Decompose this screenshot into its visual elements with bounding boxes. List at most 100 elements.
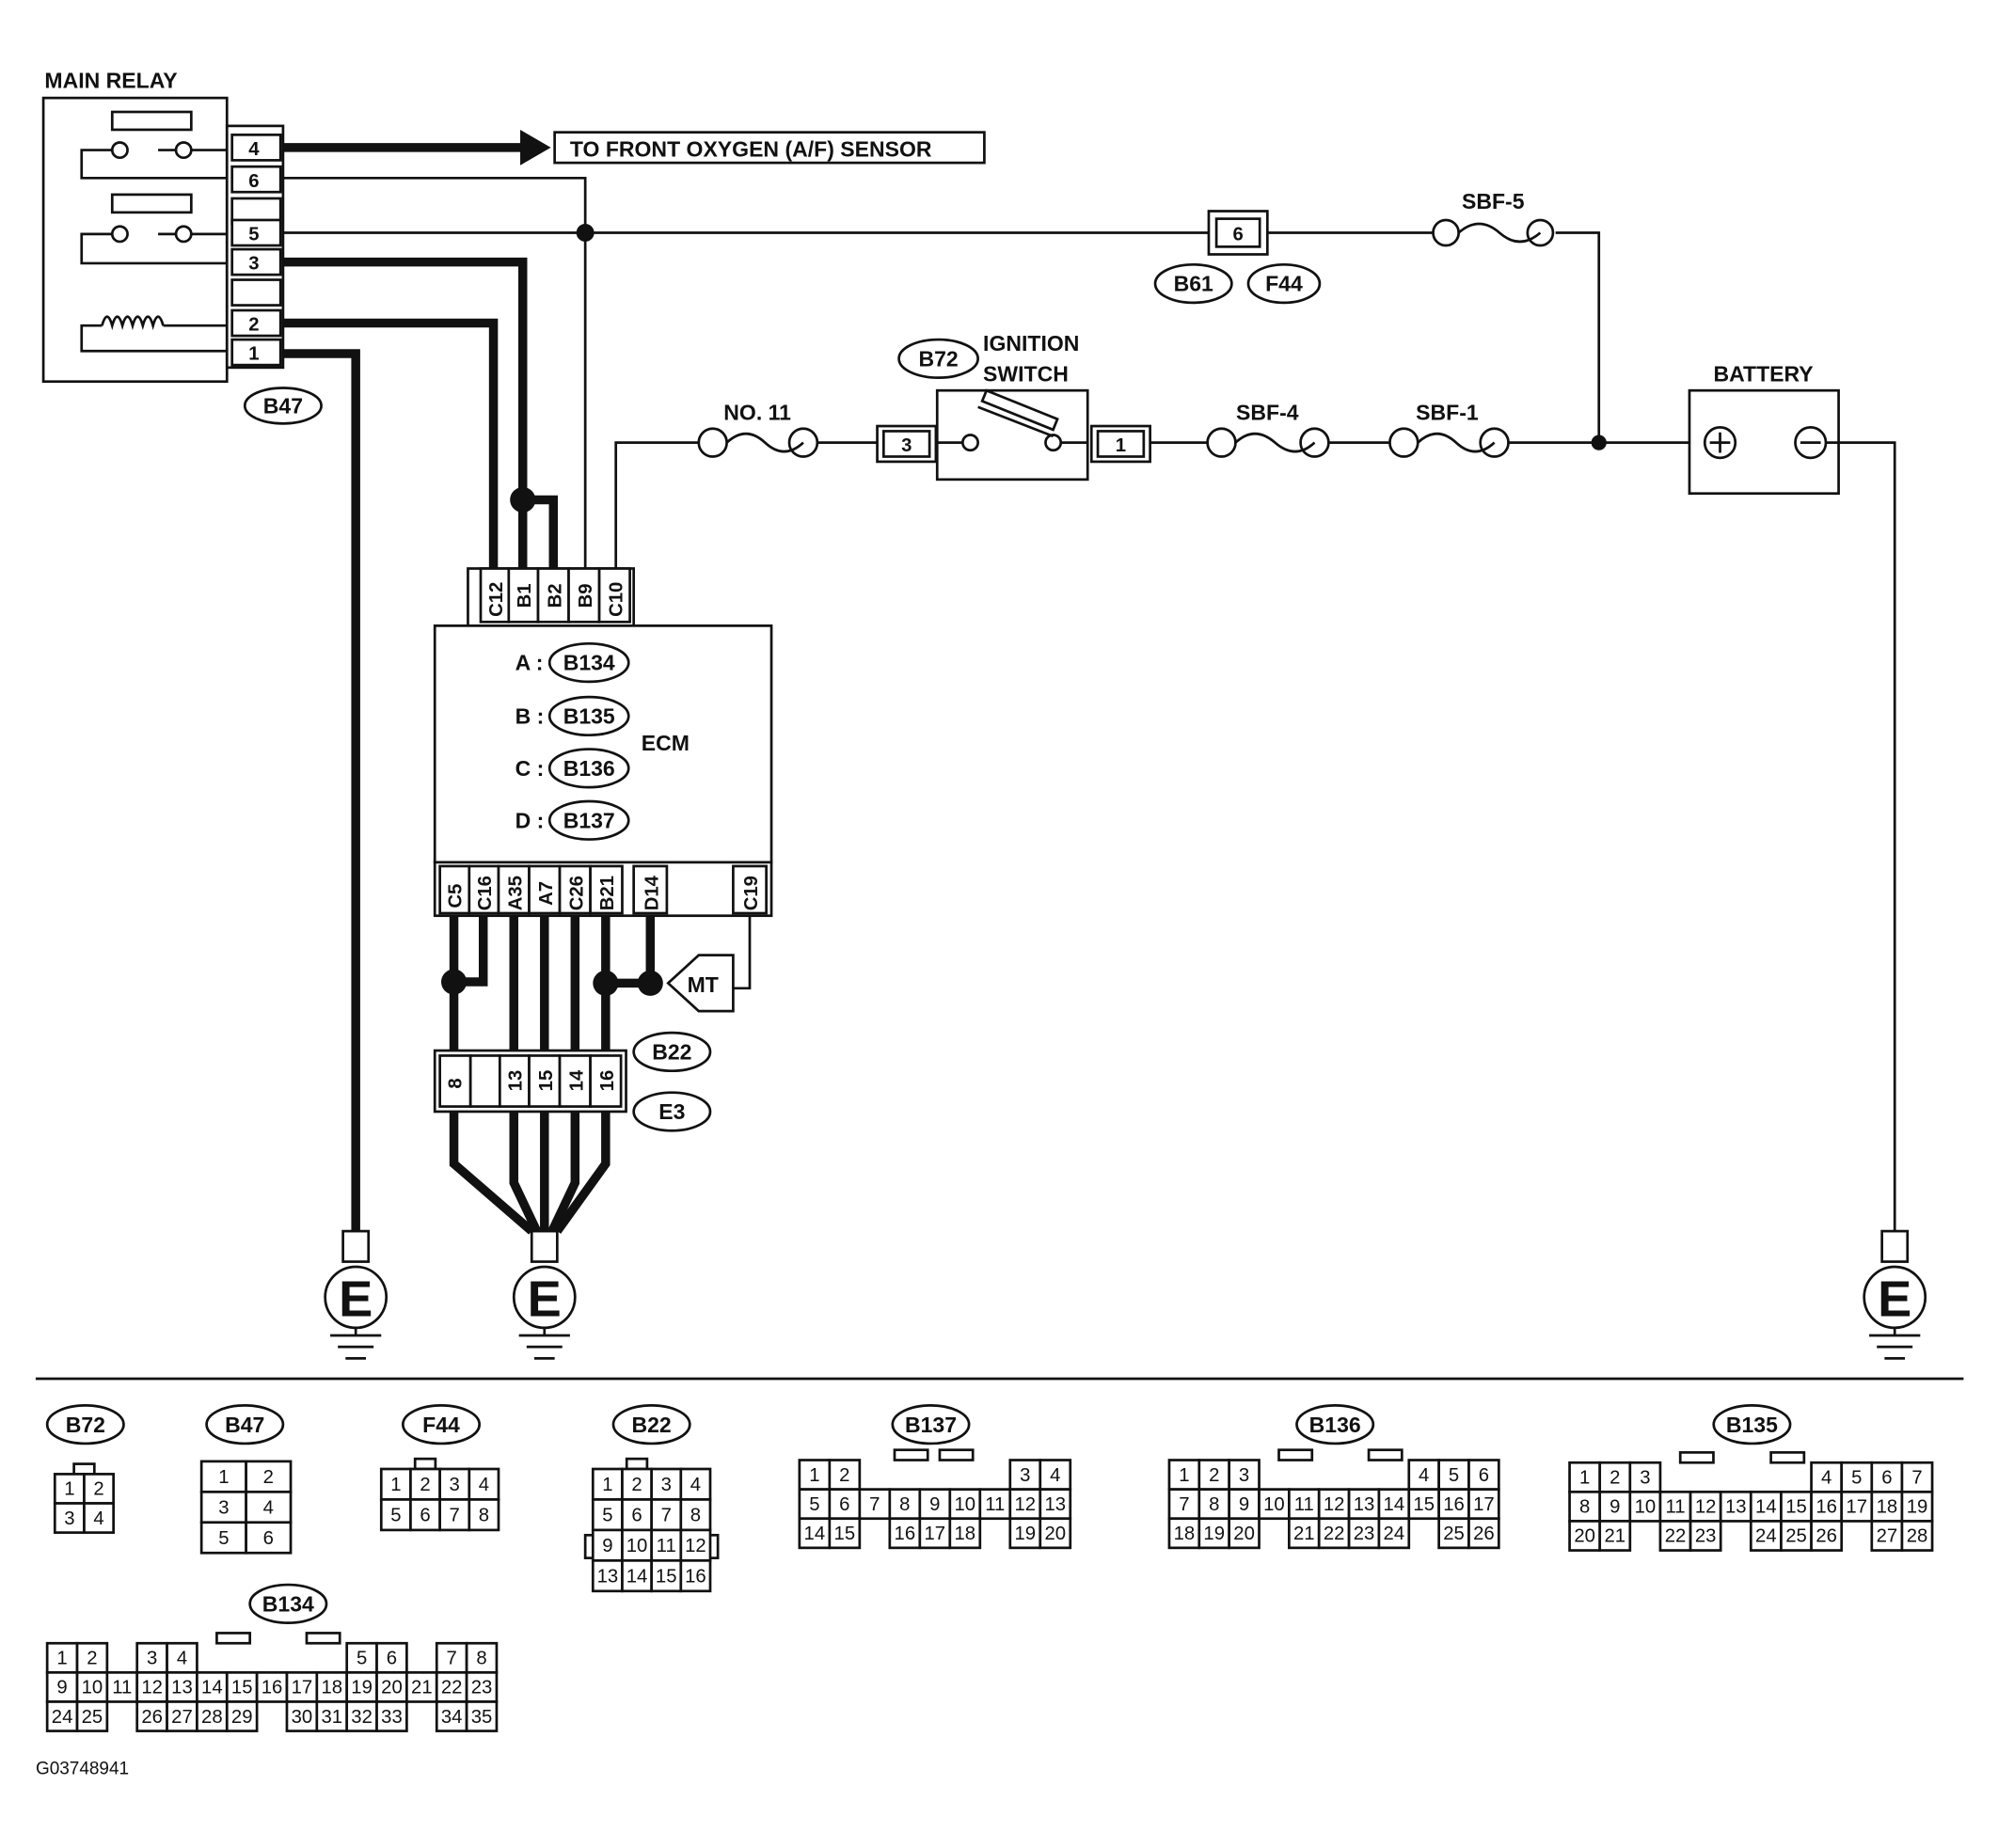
connector-cavity: [1407, 1459, 1440, 1491]
ecm-connector-code-b: B135: [563, 704, 615, 729]
ecm-pin-a7: A7: [536, 881, 557, 906]
connector-cavity-number: 1: [390, 1475, 401, 1495]
fuse-icon: [1457, 222, 1542, 244]
connector-cavity-number: 14: [626, 1566, 648, 1587]
junction-dot: [576, 224, 595, 242]
connector-cavity-number: 11: [1294, 1494, 1314, 1515]
connector-view-badge: [891, 1404, 971, 1445]
connector-cavity: [245, 1521, 293, 1555]
connector-cavity-number: 9: [1239, 1494, 1249, 1515]
connector-cavity: [679, 1559, 712, 1593]
connector-cavity-number: 11: [1665, 1497, 1685, 1518]
connector-cavity-number: 5: [602, 1505, 612, 1525]
connector-cavity-number: 25: [1443, 1524, 1465, 1544]
connector-cavity: [379, 1498, 412, 1532]
ignition-switch-pin1: [1096, 430, 1146, 458]
relay-contact-terminal: [110, 225, 129, 244]
connector-cavity: [105, 1671, 139, 1703]
connector-cavity-number: 12: [1324, 1494, 1345, 1515]
connector-cavity-number: 31: [321, 1707, 342, 1728]
ecm-connector-code-c: B136: [563, 756, 615, 781]
ground-terminal: [1880, 1229, 1910, 1263]
connector-cavity-number: 1: [64, 1479, 74, 1500]
main-relay-terminal: [230, 308, 282, 338]
connector-cavity: [53, 1502, 86, 1534]
main-relay-terminal: [230, 338, 282, 367]
connector-cavity-number: 21: [1604, 1526, 1625, 1547]
ground-label: E: [339, 1271, 373, 1328]
connector-cavity-number: 16: [895, 1524, 916, 1544]
connector-cavity-number: 23: [471, 1678, 493, 1698]
connector-cavity: [591, 1559, 624, 1593]
connector-cavity-number: 2: [420, 1475, 430, 1495]
main-relay-pin-2: 2: [248, 315, 259, 336]
joint-connector-pin: [498, 1054, 531, 1108]
ecm-pin-b2: B2: [545, 584, 565, 608]
connector-view-badge: [401, 1404, 482, 1445]
connector-cavity: [798, 1517, 832, 1550]
ecm-connector-badge-a: [547, 641, 630, 684]
connector-cavity: [45, 1641, 79, 1674]
main-relay-terminal: [230, 133, 282, 162]
connector-cavity-number: 26: [1816, 1526, 1837, 1547]
connector-cavity-number: 6: [263, 1528, 274, 1549]
connector-cavity-number: 20: [1044, 1524, 1066, 1544]
connector-view-badge: [45, 1404, 125, 1445]
ground-terminal: [530, 1229, 559, 1263]
ecm-pin-c16: C16: [475, 876, 496, 910]
ecm-connector-letter-b: B :: [515, 704, 545, 729]
connector-cavity-number: 7: [447, 1649, 457, 1669]
connector-cavity-number: 5: [218, 1528, 229, 1549]
connector-view-badge: [611, 1404, 691, 1445]
connector-cavity-number: 35: [471, 1707, 493, 1728]
connector-cavity: [1437, 1488, 1470, 1521]
connector-cavity-number: 6: [1479, 1465, 1489, 1486]
connector-cavity: [828, 1517, 862, 1550]
connector-cavity-number: 27: [171, 1707, 193, 1728]
connector-cavity-number: 12: [1014, 1494, 1036, 1515]
connector-cavity-number: 4: [1419, 1465, 1429, 1486]
connector-cavity-number: 2: [1209, 1465, 1219, 1486]
oxygen-sensor-label-box: [553, 131, 986, 165]
connector-cavity-number: 9: [1610, 1497, 1620, 1518]
connector-cavity-number: 26: [1473, 1524, 1495, 1544]
wire-relay-pin2: [282, 318, 499, 577]
joint-connector-pin: [438, 1054, 472, 1108]
connector-cavity-number: 2: [1610, 1468, 1620, 1489]
connector-latch: [893, 1448, 929, 1461]
joint-connector-pin-8: 8: [446, 1078, 467, 1088]
connector-b61-f44-pin: [1214, 217, 1261, 248]
connector-cavity: [196, 1700, 229, 1732]
ecm-bottom-pin: [632, 864, 669, 915]
connector-badge-e3: [632, 1091, 712, 1132]
connector-latch: [215, 1632, 252, 1645]
junction-dot: [593, 970, 619, 996]
connector-cavity-number: 17: [925, 1524, 946, 1544]
connector-badge-b72-label: B72: [918, 347, 958, 371]
connector-cavity: [1598, 1490, 1632, 1523]
connector-latch: [938, 1448, 975, 1461]
connector-cavity-number: 6: [420, 1505, 430, 1525]
connector-badge-b22-label: B22: [652, 1040, 691, 1065]
connector-cavity: [650, 1467, 683, 1501]
junction-dot: [440, 969, 468, 995]
connector-cavity-number: 27: [1877, 1526, 1898, 1547]
connector-cavity-number: 8: [899, 1494, 910, 1515]
connector-badge-b47-label: B47: [263, 394, 303, 419]
connector-view-badge-label: B137: [905, 1413, 957, 1437]
connector-cavity-number: 2: [93, 1479, 103, 1500]
connector-cavity-number: 3: [1239, 1465, 1249, 1486]
connector-cavity-number: 4: [690, 1475, 701, 1495]
connector-cavity-number: 14: [201, 1678, 223, 1698]
main-relay-pin-4: 4: [248, 139, 260, 160]
connector-cavity: [83, 1502, 115, 1534]
connector-cavity-number: 24: [52, 1707, 73, 1728]
connector-cavity: [828, 1459, 862, 1491]
connector-cavity: [1008, 1517, 1042, 1550]
connector-cavity: [1347, 1517, 1381, 1550]
connector-cavity-number: 13: [1725, 1497, 1747, 1518]
relay-contact-terminal: [110, 141, 129, 160]
